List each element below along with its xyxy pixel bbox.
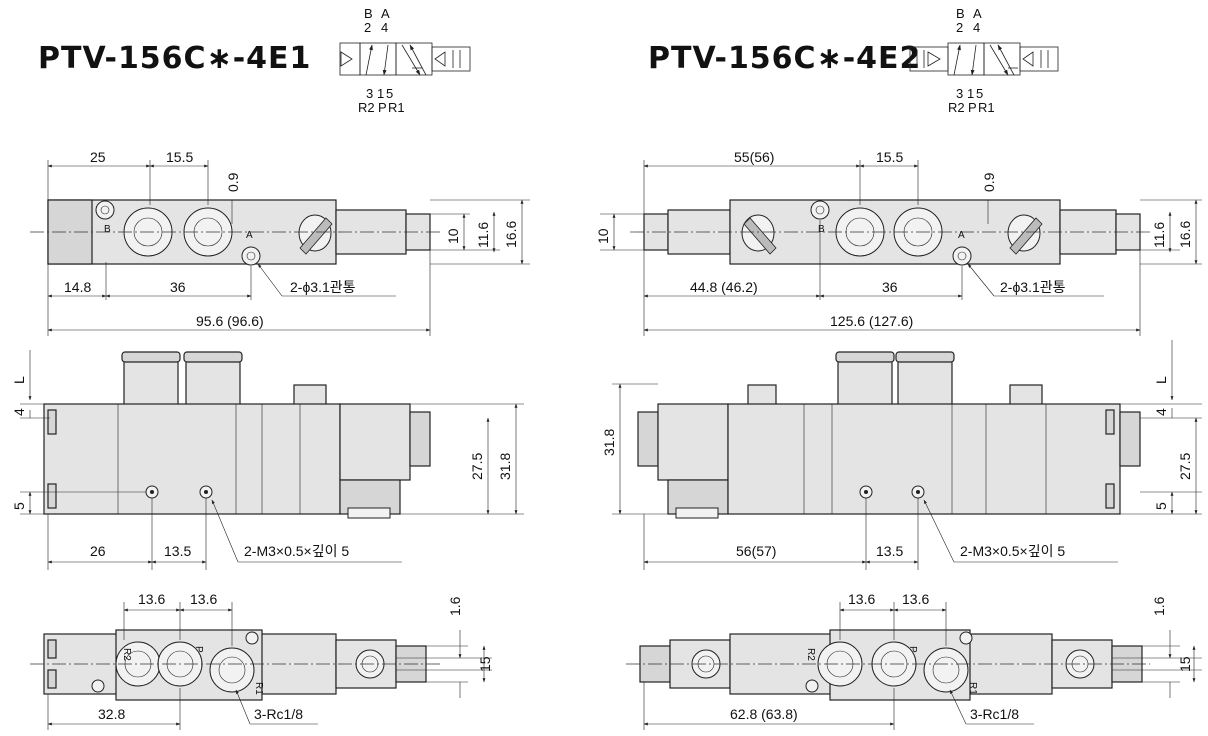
left-thread-note: 2-M3×0.5×깊이 5 [244, 543, 349, 559]
right-top-port-b: B [818, 224, 825, 235]
left-dim-13-5: 13.5 [164, 543, 191, 559]
right-dim-44-8: 44.8 (46.2) [690, 279, 758, 295]
right-symbol-a: A [973, 6, 982, 21]
left-symbol-3: 3 [366, 86, 373, 101]
left-dim-26: 26 [90, 543, 106, 559]
right-symbol-r2: R2 [948, 100, 965, 115]
left-top-port-a: A [246, 230, 253, 241]
left-hole-note: 2-ϕ3.1관통 [290, 279, 356, 295]
right-top-port-a: A [958, 230, 965, 241]
right-dim-13-6-b: 13.6 [902, 591, 929, 607]
left-side-view: L 4 5 27.5 31.8 26 13.5 2-M3×0.5×깊이 5 [11, 350, 524, 570]
right-dim-l: L [1153, 376, 1169, 384]
right-model-title: PTV-156C∗-4E2 [648, 41, 921, 76]
left-bottom-port-r2: R2 [121, 648, 132, 661]
left-dim-14-8: 14.8 [64, 279, 91, 295]
right-dim-13-5: 13.5 [876, 543, 903, 559]
right-symbol-1: 1 [967, 86, 974, 101]
right-dim-1-6: 1.6 [1151, 596, 1167, 616]
right-dim-62-8: 62.8 (63.8) [730, 706, 798, 722]
left-dim-32-8: 32.8 [98, 706, 125, 722]
right-dim-15-5: 15.5 [876, 149, 903, 165]
left-symbol-2: 2 [364, 20, 371, 35]
left-symbol-b: B [364, 6, 373, 21]
left-symbol-r1: R1 [388, 100, 405, 115]
right-symbol-4: 4 [973, 20, 980, 35]
left-symbol-5: 5 [386, 86, 393, 101]
right-model: PTV-156C∗-4E2 B A 2 4 3 1 5 R2 P [595, 6, 1202, 730]
right-dim-36: 36 [882, 279, 898, 295]
right-dim-0-9: 0.9 [981, 172, 997, 192]
left-model-title: PTV-156C∗-4E1 [38, 41, 311, 76]
right-bottom-view: R2 P R1 13.6 13.6 1.6 15 62.8 (63.8) [626, 591, 1202, 730]
right-top-view: B A 55(56) 15.5 0.9 11.6 16.6 10 10 [595, 149, 1202, 336]
right-symbol-b: B [956, 6, 965, 21]
left-dim-l: L [11, 376, 27, 384]
right-symbol-p: P [968, 100, 977, 115]
right-bottom-port-p: P [907, 646, 918, 653]
right-symbol-r1: R1 [978, 100, 995, 115]
right-bottom-port-r1: R1 [967, 682, 978, 695]
right-dim-31-8: 31.8 [601, 429, 617, 456]
right-dim-56: 56(57) [736, 543, 776, 559]
left-dim-15: 15 [477, 656, 493, 672]
left-symbol-a: A [381, 6, 390, 21]
right-symbol-3: 3 [956, 86, 963, 101]
right-dim-13-6-a: 13.6 [848, 591, 875, 607]
left-dim-27-5: 27.5 [469, 453, 485, 480]
left-dim-1-6: 1.6 [447, 596, 463, 616]
right-dim-27-5: 27.5 [1177, 453, 1193, 480]
left-dim-16-6: 16.6 [503, 221, 519, 248]
right-symbol-5: 5 [976, 86, 983, 101]
left-dim-5: 5 [11, 502, 27, 510]
right-dim-11-6: 11.6 [1151, 222, 1167, 248]
left-symbol-1: 1 [377, 86, 384, 101]
left-top-port-b: B [104, 224, 111, 235]
right-dim-4: 4 [1153, 408, 1169, 416]
left-bottom-port-p: P [193, 646, 204, 653]
right-thread-note: 2-M3×0.5×깊이 5 [960, 543, 1065, 559]
right-dim-10-left: 10 [595, 228, 611, 244]
left-dim-10: 10 [445, 228, 461, 244]
right-hole-note: 2-ϕ3.1관통 [1000, 279, 1066, 295]
left-model: PTV-156C∗-4E1 B A 2 4 3 1 5 R2 P R1 [11, 6, 530, 730]
right-dim-5: 5 [1153, 502, 1169, 510]
left-dim-95-6: 95.6 (96.6) [196, 313, 264, 329]
left-symbol-r2: R2 [358, 100, 375, 115]
left-symbol-p: P [378, 100, 387, 115]
right-dim-15: 15 [1177, 656, 1193, 672]
right-dim-55: 55(56) [734, 149, 774, 165]
left-dim-13-6-b: 13.6 [190, 591, 217, 607]
left-dim-13-6-a: 13.6 [138, 591, 165, 607]
right-valve-symbol: B A 2 4 3 1 5 R2 P R1 [909, 6, 1059, 115]
left-top-view: B A 25 15.5 0.9 10 11.6 16.6 [30, 149, 530, 336]
right-side-view: 31.8 L 4 27.5 5 56(57) 13.5 2-M3×0.5×깊이 … [601, 340, 1202, 570]
left-bottom-view: R2 P R1 13.6 13.6 1.6 15 32.8 [30, 591, 493, 730]
left-dim-15-5: 15.5 [166, 149, 193, 165]
right-port-note: 3-Rc1/8 [970, 706, 1019, 722]
left-dim-31-8: 31.8 [497, 453, 513, 480]
left-port-note: 3-Rc1/8 [254, 706, 303, 722]
left-dim-11-6: 11.6 [475, 222, 491, 248]
left-valve-symbol: B A 2 4 3 1 5 R2 P R1 [339, 6, 471, 115]
left-symbol-4: 4 [381, 20, 388, 35]
left-dim-0-9: 0.9 [225, 172, 241, 192]
right-bottom-port-r2: R2 [805, 648, 816, 661]
left-bottom-port-r1: R1 [253, 682, 264, 695]
left-dim-4: 4 [11, 408, 27, 416]
left-dim-36: 36 [170, 279, 186, 295]
right-symbol-2: 2 [956, 20, 963, 35]
left-dim-25: 25 [90, 149, 106, 165]
right-dim-16-6: 16.6 [1177, 221, 1193, 248]
right-dim-125-6: 125.6 (127.6) [830, 313, 913, 329]
